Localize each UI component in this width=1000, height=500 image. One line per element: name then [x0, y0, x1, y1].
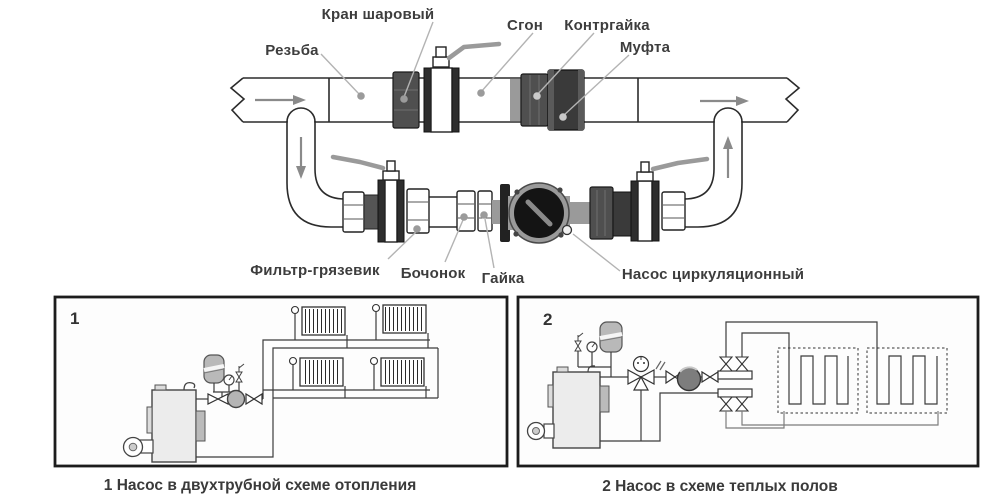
ball-valve-main: [392, 41, 502, 133]
ball-valve-left: [330, 154, 405, 243]
pump-1: [226, 389, 246, 409]
coupling-part: [547, 69, 585, 131]
boiler-sensor: [183, 382, 196, 391]
radiator-valve: [371, 303, 381, 313]
barrel-union-nuts: [456, 190, 493, 232]
pressure-gauge-1: [223, 374, 235, 392]
label-thread-text: Резьба: [265, 42, 319, 59]
circulation-pump: [492, 182, 592, 244]
main-pipe: [229, 77, 801, 123]
label-coupling: Муфта: [559, 39, 670, 121]
scheme-2-number: 2: [543, 310, 552, 329]
floor-loop-1: [777, 347, 859, 414]
supply-line-2: [600, 355, 719, 392]
floor-loop-2: [866, 347, 948, 414]
scheme-1: 1: [53, 295, 509, 494]
flow-arrow-right-top-left: [255, 95, 306, 105]
supply-manifold: [717, 370, 753, 380]
radiator-valve: [288, 356, 298, 366]
pump-bleed-screw: [561, 224, 573, 236]
hex-nut-right: [661, 191, 686, 231]
boiler-2: [526, 365, 610, 449]
radiators: [288, 303, 427, 387]
pipe-thread-section: [510, 79, 522, 121]
flow-arrow-right-top-right: [700, 96, 749, 106]
valve-handle: [330, 154, 386, 171]
dirt-filter: [406, 188, 430, 234]
pressure-gauge-2: [586, 341, 598, 367]
label-union-nipple: Сгон: [477, 17, 543, 97]
burner-2: [526, 421, 555, 441]
label-union-nipple-text: Сгон: [507, 17, 543, 34]
label-locknut-text: Контргайка: [564, 17, 650, 34]
pump-screw-slot: [525, 199, 553, 227]
pump-line-1: [196, 389, 263, 409]
return-line-2: [600, 390, 718, 442]
scheme-2: 2: [516, 295, 980, 495]
pipe-assembly-diagram: Кран шаровый Сгон Контргайка Муфта Резьб: [229, 6, 804, 287]
safety-valve-2: [574, 332, 584, 367]
label-ball-valve: Кран шаровый: [322, 6, 435, 103]
flow-arrows: [255, 95, 749, 179]
bypass-pipe: [286, 121, 743, 228]
radiator-4: [369, 356, 425, 387]
expansion-tank-1: [203, 354, 225, 392]
flow-arrow-up: [723, 136, 733, 178]
valve-handle: [446, 41, 502, 61]
label-nut: Гайка: [480, 211, 525, 287]
label-pump: Насос циркуляционный: [572, 233, 804, 283]
mixing-valve-actuator: [632, 355, 650, 373]
union-nut-right: [589, 186, 632, 240]
label-pump-text: Насос циркуляционный: [622, 266, 804, 283]
label-barrel: Бочонок: [401, 213, 468, 282]
flow-arrow-down: [296, 137, 306, 179]
return-manifold: [717, 388, 753, 398]
radiator-valve: [369, 356, 379, 366]
radiator-2: [371, 303, 427, 334]
scheme-1-frame: [53, 295, 509, 468]
burner-1: [122, 436, 154, 458]
scheme-2-caption: 2 Насос в схеме теплых полов: [602, 478, 838, 495]
label-coupling-text: Муфта: [620, 39, 671, 56]
labels: Кран шаровый Сгон Контргайка Муфта Резьб: [250, 6, 804, 287]
label-thread: Резьба: [265, 42, 365, 100]
expansion-tank-2: [599, 321, 623, 367]
boiler-1: [122, 382, 206, 463]
label-barrel-text: Бочонок: [401, 265, 466, 282]
floor-heating-loops: [725, 321, 948, 429]
thermometer-mark: [655, 360, 662, 370]
valve-handle: [650, 156, 710, 172]
pipe-break-left: [229, 77, 246, 123]
safety-valve-1: [235, 363, 245, 392]
locknut-part: [520, 73, 549, 127]
label-nut-text: Гайка: [482, 270, 525, 287]
manifold-valves: [718, 356, 750, 412]
label-filter: Фильтр-грязевик: [250, 225, 421, 279]
scheme-1-number: 1: [70, 309, 79, 328]
ball-valve-right: [630, 156, 710, 242]
label-ball-valve-text: Кран шаровый: [322, 6, 435, 23]
scheme-1-caption: 1 Насос в двухтрубной схеме отопления: [104, 477, 416, 494]
union-nut-left: [342, 191, 379, 233]
valve-stem: [432, 56, 450, 68]
mixing-valve: [627, 355, 655, 391]
radiator-valve: [290, 305, 300, 315]
radiator-3: [288, 356, 344, 387]
label-filter-text: Фильтр-грязевик: [250, 262, 380, 279]
label-locknut: Контргайка: [533, 17, 650, 100]
piping-1: [196, 311, 439, 458]
radiator-1: [290, 305, 346, 336]
manifolds: [717, 356, 753, 412]
pipe-break-right: [784, 77, 801, 123]
